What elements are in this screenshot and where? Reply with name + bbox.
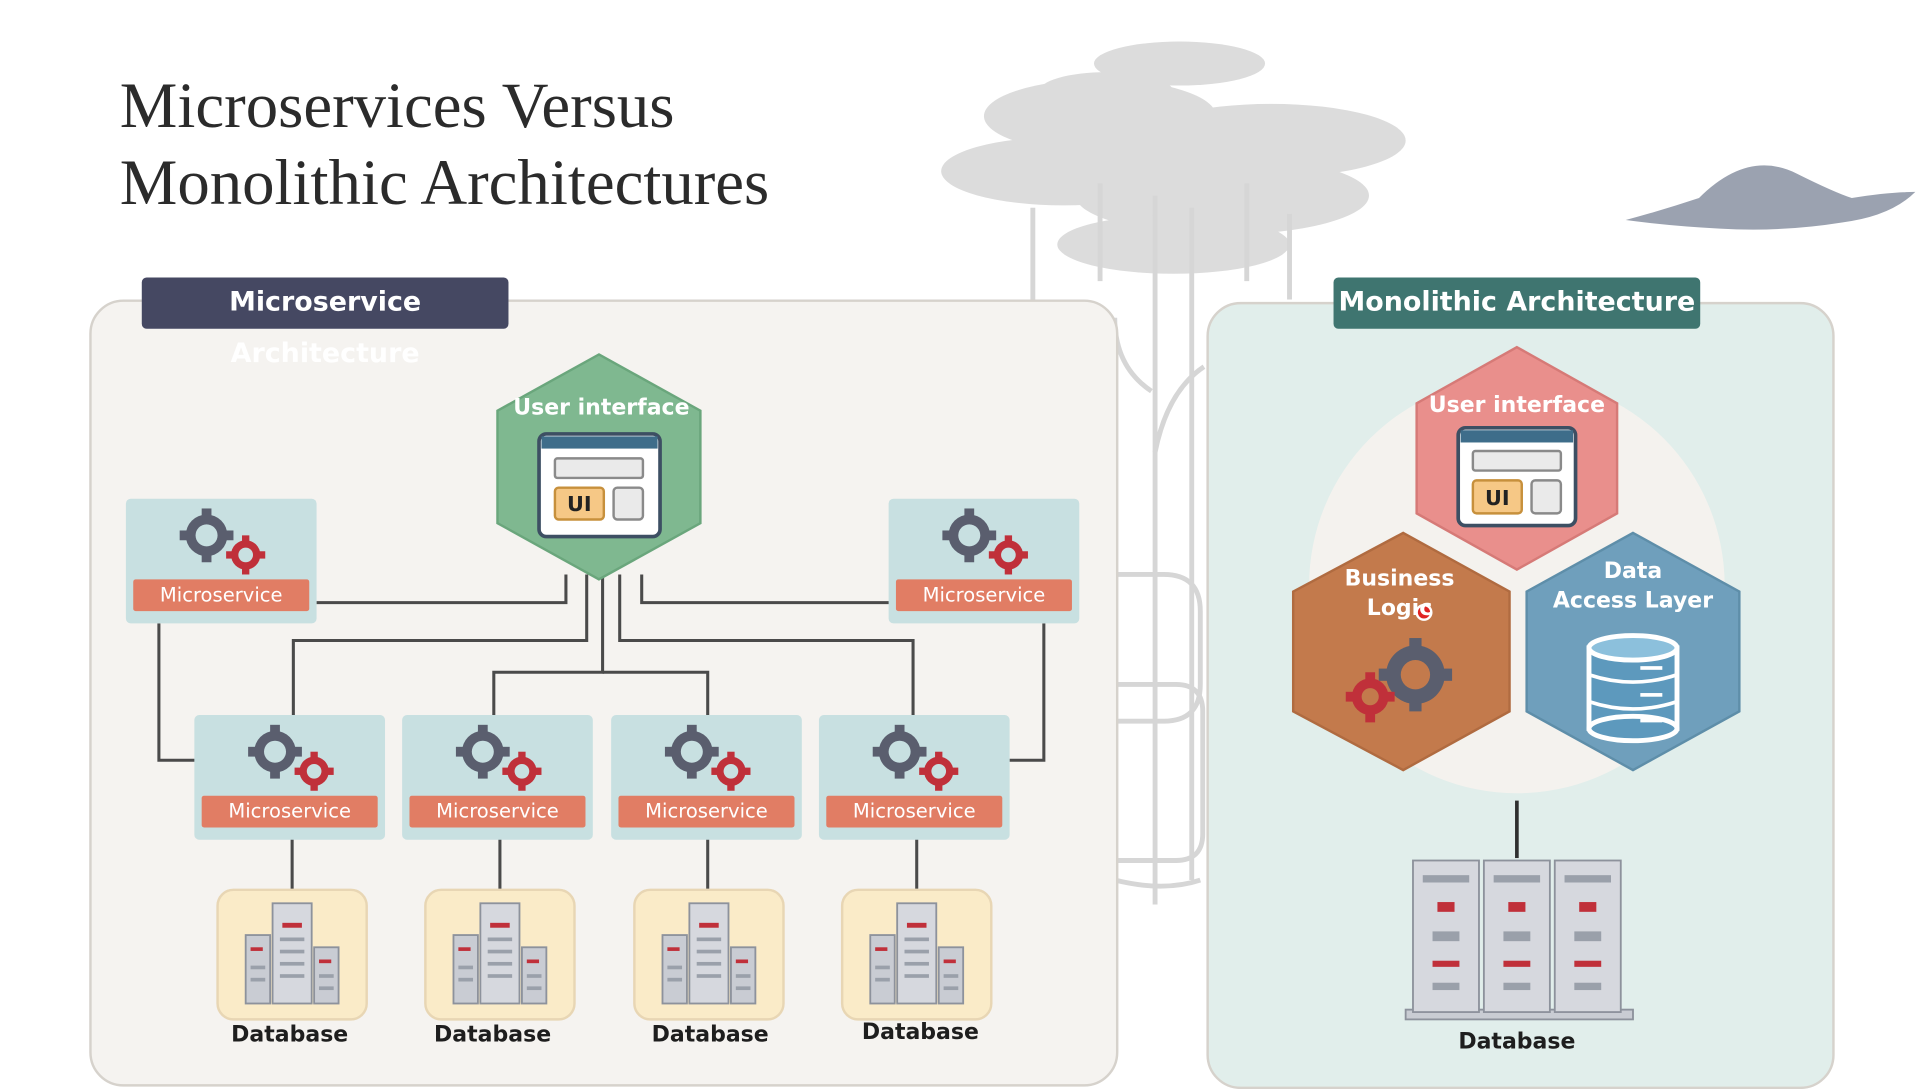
cloud-illustration [1625, 165, 1916, 230]
microservice-node: Microservice [125, 498, 317, 624]
monolith-server-icon [1404, 859, 1634, 1021]
tree-roots [1030, 183, 1292, 905]
database-node [633, 888, 785, 1021]
business-gears-icon [1345, 638, 1453, 723]
microservice-node: Microservice [888, 498, 1080, 624]
monolith-ui-window-icon [1456, 425, 1578, 528]
microservice-label: Microservice [618, 795, 795, 828]
microservice-label: Microservice [826, 795, 1003, 828]
data-access-label-line2: Access Layer [1552, 587, 1714, 614]
microservice-ui-label: User interface [513, 394, 690, 421]
microservice-node: Microservice [402, 715, 593, 840]
server-icon [661, 902, 757, 1005]
ui-window-icon [537, 432, 662, 539]
monolith-database-label: Database [1458, 1029, 1576, 1055]
microservice-connectors [157, 574, 1046, 890]
microservice-label: Microservice [133, 579, 310, 612]
database-node [424, 888, 576, 1021]
database-node [216, 888, 368, 1021]
user-interface-hexagon [496, 353, 702, 581]
title-line-2: Monolithic Architectures [119, 147, 770, 219]
monolithic-architecture-heading: Monolithic Architecture [1333, 277, 1701, 329]
microservice-label: Microservice [895, 579, 1072, 612]
microservice-node: Microservice [611, 715, 802, 840]
gears-icon [942, 508, 1028, 575]
microservice-node: Microservice [194, 715, 386, 840]
server-icon [452, 902, 548, 1005]
microservice-node: Microservice [818, 715, 1010, 840]
title-line-1: Microservices Versus [119, 70, 675, 142]
server-icon [244, 902, 340, 1005]
page-title: Microservices Versus Monolithic Architec… [120, 68, 769, 222]
microservice-label: Microservice [409, 795, 586, 828]
data-access-label-line1: Data [1603, 558, 1663, 585]
server-icon [869, 902, 965, 1005]
gears-icon [664, 724, 751, 791]
monolith-graphic [1291, 345, 1741, 1021]
ui-badge: UI [567, 492, 592, 518]
cursor-indicator [1415, 603, 1433, 621]
gears-icon [872, 724, 959, 791]
monolith-ui-label: User interface [1428, 392, 1606, 419]
database-label: Database [861, 1019, 979, 1046]
microservice-architecture-heading: Microservice Architecture [141, 277, 509, 369]
database-cylinder-icon [1586, 633, 1680, 744]
background-decoration [941, 41, 1916, 905]
gears-icon [179, 508, 266, 575]
microservice-label: Microservice [201, 795, 378, 828]
tree-illustration [941, 41, 1406, 274]
gears-icon [455, 724, 542, 791]
business-logic-label: Business Logic [1344, 565, 1455, 621]
gears-icon [248, 724, 334, 791]
slide: Microservices Versus Monolithic Architec… [89, 41, 1916, 1089]
monolith-ui-badge: UI [1484, 486, 1510, 511]
database-node [840, 888, 993, 1021]
